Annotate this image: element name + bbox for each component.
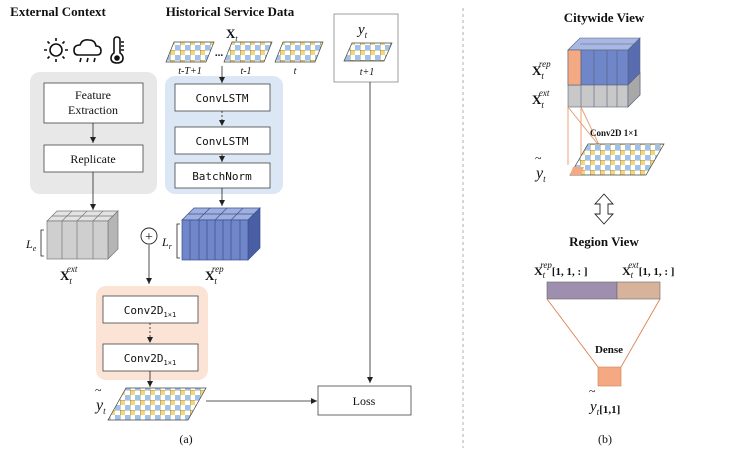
- convlstm-box-1: [174, 83, 271, 112]
- projection-lines: [567, 106, 601, 165]
- region-x-ext-label: Xtext[1, 1, : ]: [622, 260, 674, 280]
- conv2d-box-1: [102, 295, 199, 324]
- feature-extraction-box: [43, 82, 144, 124]
- le-label: Le: [25, 237, 37, 253]
- prediction-grid: [107, 387, 207, 421]
- citywide-y-label: yt: [534, 165, 546, 184]
- grid-time-label: t-T+1: [178, 66, 201, 77]
- concat-plus-icon: [140, 227, 158, 245]
- target-grid: [343, 42, 393, 62]
- historical-service-data-title: Historical Service Data: [166, 4, 295, 19]
- x-t-label: Xt: [226, 26, 238, 43]
- representation-cube: [181, 207, 261, 261]
- region-y-label: yt[1,1]: [588, 399, 620, 417]
- citywide-x-ext-label: Xtext: [532, 88, 550, 110]
- caption-b: (b): [598, 432, 612, 446]
- region-rep-vector: [546, 281, 618, 300]
- tilde: ~: [535, 151, 542, 165]
- citywide-prediction-grid: [569, 143, 665, 176]
- citywide-conv-label: Conv2D 1×1: [590, 128, 638, 138]
- batchnorm-box: [174, 162, 271, 189]
- lr-label: Lr: [161, 235, 173, 251]
- convlstm-label-2: ConvLSTM: [196, 135, 249, 148]
- region-ext-vector: [616, 281, 661, 300]
- input-grid-t: [274, 41, 324, 63]
- conv2d-label-2: Conv2D1×1: [124, 352, 176, 367]
- y-pred-label: yt: [94, 397, 106, 416]
- external-feature-cube: [46, 210, 119, 260]
- tilde: ~: [589, 384, 596, 398]
- region-view-title: Region View: [569, 234, 639, 249]
- caption-a: (a): [179, 432, 192, 446]
- dense-connection-lines: [546, 298, 661, 368]
- input-grid-t-1: [223, 41, 273, 63]
- replicate-label: Replicate: [70, 152, 115, 166]
- region-x-rep-label: Xtrep[1, 1, : ]: [534, 260, 588, 280]
- x-ext-label: Xtext: [60, 264, 78, 286]
- citywide-view-title: Citywide View: [564, 10, 645, 25]
- grid-time-label: t-1: [240, 66, 251, 77]
- dense-label: Dense: [595, 344, 623, 356]
- target-time-label: t+1: [360, 67, 375, 78]
- batchnorm-label: BatchNorm: [192, 170, 252, 183]
- x-rep-label: Xtrep: [205, 264, 224, 286]
- double-arrow-icon: [593, 193, 615, 225]
- tilde: ~: [95, 383, 102, 397]
- input-grid-t-T+1: [165, 41, 215, 63]
- bracket: [176, 223, 180, 259]
- target-y-label: yt: [356, 22, 368, 40]
- replicate-box: [43, 144, 144, 173]
- bracket: [40, 229, 44, 257]
- plus-sign: +: [145, 230, 153, 245]
- convlstm-box-2: [174, 126, 271, 155]
- convlstm-label-1: ConvLSTM: [196, 92, 249, 105]
- grid-time-label: t: [294, 66, 297, 77]
- conv2d-label-1: Conv2D1×1: [124, 304, 176, 319]
- feature-extraction-label-2: Extraction: [68, 103, 118, 117]
- feature-extraction-label-1: Feature: [75, 88, 111, 102]
- ellipsis: ...: [215, 47, 224, 59]
- conv2d-box-2: [102, 343, 199, 372]
- thermometer-icon: [110, 36, 124, 64]
- citywide-x-rep-label: Xtrep: [532, 59, 551, 81]
- sun-icon: [44, 38, 68, 62]
- citywide-stacked-cube: [567, 37, 641, 108]
- loss-label: Loss: [353, 394, 376, 408]
- rain-cloud-icon: [73, 39, 102, 63]
- external-context-title: External Context: [10, 4, 106, 19]
- dense-output-cell: [597, 366, 622, 387]
- loss-box: [317, 385, 412, 416]
